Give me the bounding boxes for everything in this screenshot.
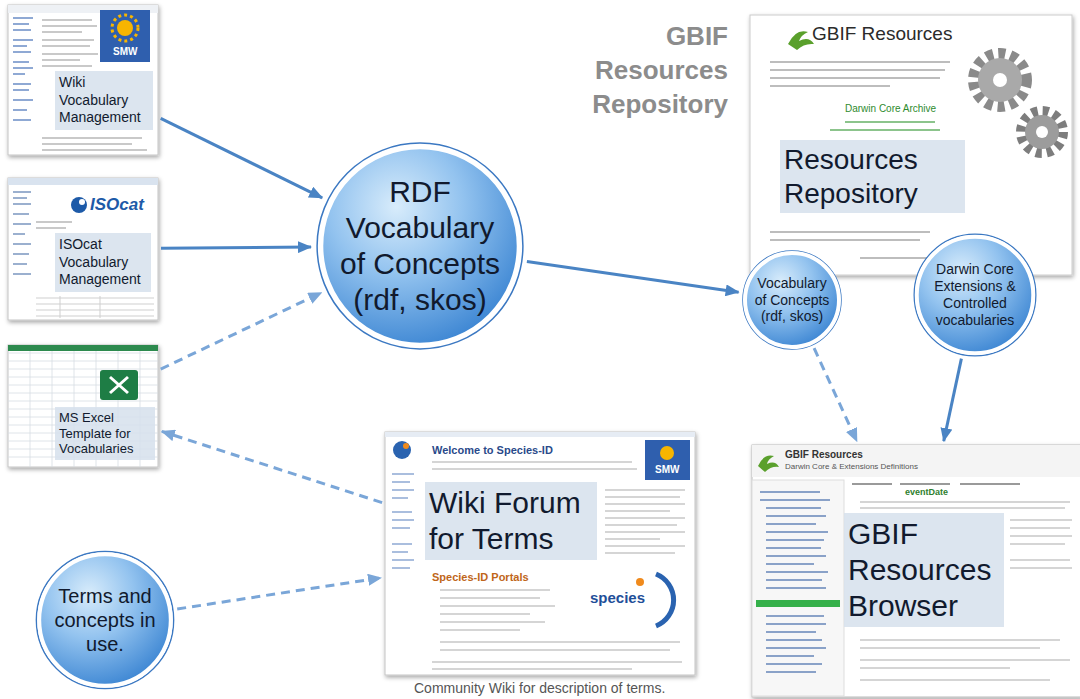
screenshot-text: GBIF Resources bbox=[785, 450, 863, 460]
screenshot-text: GBIF Resources bbox=[812, 24, 952, 43]
screenshot-text: species bbox=[590, 590, 645, 605]
circle-outline bbox=[317, 143, 523, 349]
browser-screenshot bbox=[752, 445, 1080, 697]
screenshot-text: Darwin Core & Extensions Definitions bbox=[785, 463, 918, 471]
screenshot-text: SMW bbox=[655, 465, 679, 475]
panel-heading: GBIF Resources Repository bbox=[568, 20, 728, 121]
circle-fill bbox=[321, 147, 518, 344]
diagram-caption: Community Wiki for description of terms. bbox=[414, 680, 665, 696]
circle-fill bbox=[745, 253, 839, 347]
solid-arrow bbox=[161, 247, 311, 248]
screenshot-text: Species-ID Portals bbox=[432, 572, 529, 583]
concept-circle: RDF Vocabulary of Concepts (rdf, skos) bbox=[315, 141, 525, 351]
circle-outline bbox=[914, 234, 1036, 356]
circle-label: RDF Vocabulary of Concepts (rdf, skos) bbox=[334, 174, 506, 318]
solid-arrow bbox=[527, 262, 739, 293]
concept-circle: Vocabulary of Concepts (rdf, skos) bbox=[742, 250, 842, 350]
circle-label: Darwin Core Extensions & Controlled voca… bbox=[926, 261, 1024, 328]
panel-label: MS Excel Template for Vocabularies bbox=[55, 407, 155, 460]
isocat-screenshot bbox=[8, 178, 158, 320]
solid-arrow bbox=[944, 359, 962, 442]
circle-label: Vocabulary of Concepts (rdf, skos) bbox=[751, 275, 833, 325]
wiki-forum-screenshot bbox=[385, 432, 695, 675]
circle-fill bbox=[39, 554, 171, 686]
solid-arrow bbox=[161, 118, 323, 198]
panel-label: Wiki Forum for Terms bbox=[425, 482, 597, 560]
screenshot-text: SMW bbox=[113, 47, 137, 57]
screenshot-panel: Wiki Vocabulary Management bbox=[8, 5, 158, 155]
excel-screenshot bbox=[8, 345, 158, 467]
circle-shape bbox=[315, 141, 525, 351]
screenshot-text: Welcome to Species-ID bbox=[432, 445, 553, 456]
screenshot-text: Darwin Core Archive bbox=[845, 104, 936, 114]
panel-label: ISOcat Vocabulary Management bbox=[55, 233, 151, 292]
repository-screenshot bbox=[750, 15, 1072, 275]
circle-outline bbox=[36, 551, 173, 688]
panel-label: Resources Repository bbox=[780, 140, 965, 213]
circle-fill bbox=[917, 237, 1034, 354]
dashed-arrow bbox=[162, 431, 382, 502]
panel-label: GBIF Resources Browser bbox=[844, 513, 1004, 627]
dashed-arrow bbox=[814, 348, 857, 441]
concept-circle: Terms and concepts in use. bbox=[35, 550, 175, 690]
wiki-screenshot bbox=[8, 5, 158, 155]
screenshot-panel: Wiki Forum for Terms bbox=[385, 432, 695, 675]
screenshot-panel: MS Excel Template for Vocabularies bbox=[8, 345, 158, 467]
screenshot-text: eventDate bbox=[905, 488, 948, 497]
screenshot-panel: GBIF Resources Browser bbox=[752, 445, 1080, 695]
screenshot-text: ISOcat bbox=[90, 196, 144, 213]
dashed-arrow bbox=[161, 293, 322, 369]
circle-label: Terms and concepts in use. bbox=[52, 584, 158, 656]
panel-label: Wiki Vocabulary Management bbox=[55, 71, 153, 130]
concept-circle: Darwin Core Extensions & Controlled voca… bbox=[913, 233, 1037, 357]
circle-outline bbox=[743, 251, 841, 349]
dashed-arrow bbox=[177, 578, 381, 609]
screenshot-panel: GBIF Resources RepositoryResources Repos… bbox=[750, 15, 1072, 275]
